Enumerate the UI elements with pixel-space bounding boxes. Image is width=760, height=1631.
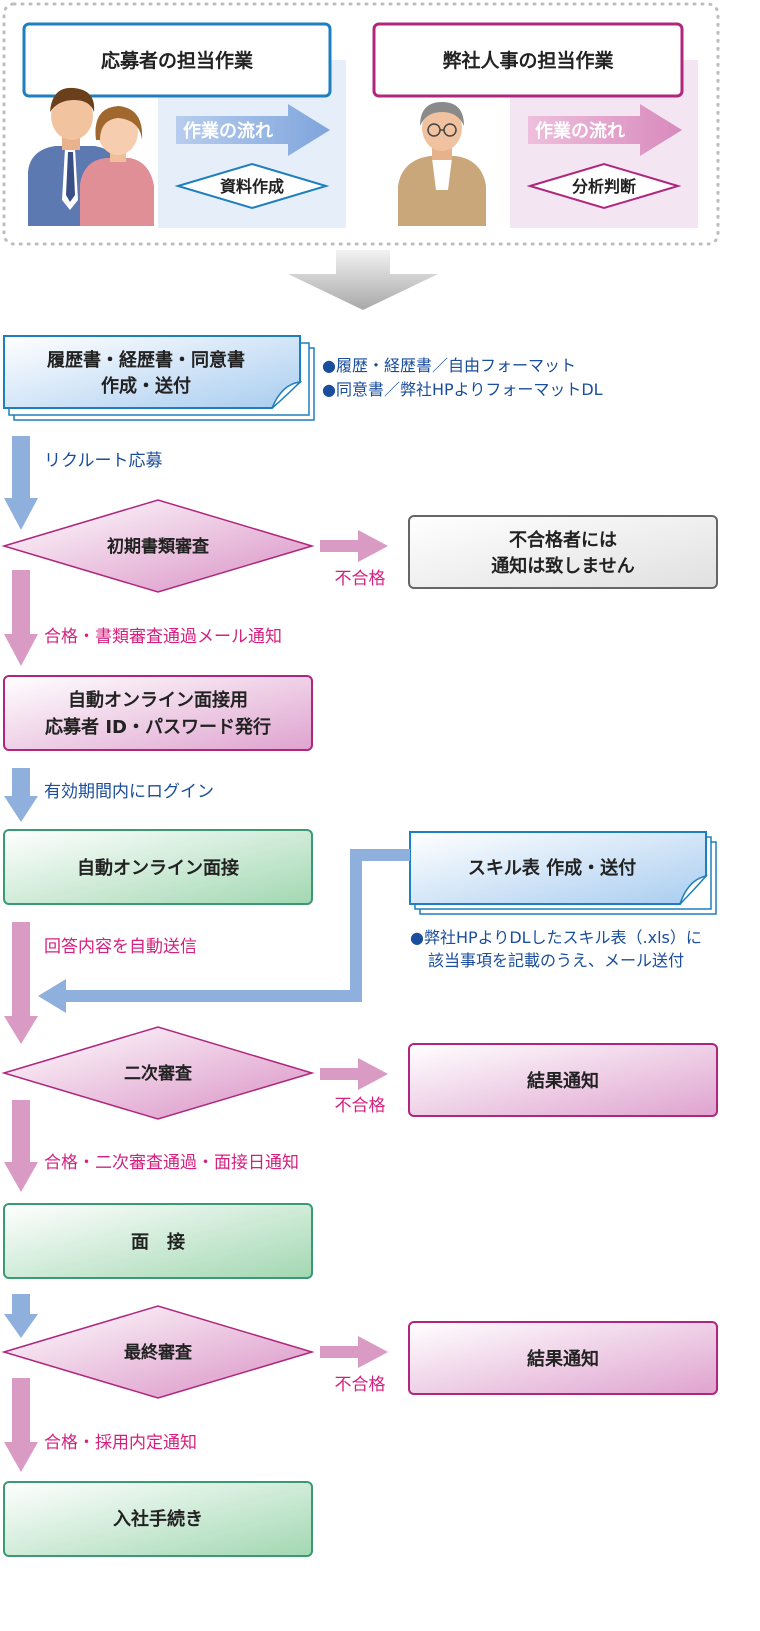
reject-arrow-2: [320, 1058, 388, 1090]
applicant-task-diamond: [174, 162, 330, 210]
onboarding-box: [3, 1481, 313, 1557]
skill-sheet-document-box: スキル表 作成・送付: [409, 831, 717, 915]
no-notice-line-1: 不合格者には: [509, 529, 617, 551]
online-interview-box: [3, 829, 313, 905]
reject-label-2: 不合格: [335, 1096, 386, 1116]
result-notice-label-1: 結果通知: [527, 1070, 599, 1092]
resume-line-1: 履歴書・経歴書・同意書: [47, 349, 245, 371]
hr-staff-icon: [398, 102, 486, 226]
company-task-label: 分析判断: [572, 177, 636, 196]
applicant-title-box: [22, 22, 332, 98]
applicant-people-icon: [28, 87, 154, 226]
result-notice-label-2: 結果通知: [527, 1348, 599, 1370]
result-notice-box-1: [408, 1043, 718, 1117]
interview-label: 面 接: [131, 1231, 185, 1253]
auto-send-label: 回答内容を自動送信: [44, 937, 197, 957]
interview-box: [3, 1203, 313, 1279]
applicant-title: 応募者の担当作業: [101, 49, 254, 72]
arrow-down-pass-mail: [4, 570, 38, 666]
arrow-down-to-final: [4, 1294, 38, 1338]
result-notice-box-2: [408, 1321, 718, 1395]
skill-note-1: ●弊社HPよりDLしたスキル表（.xls）に: [410, 928, 702, 947]
resume-line-2: 作成・送付: [101, 375, 191, 397]
pass-mail-label: 合格・書類審査通過メール通知: [44, 627, 282, 647]
resume-note-1: ●履歴・経歴書／自由フォーマット: [322, 356, 576, 375]
initial-review-diamond: [1, 499, 315, 593]
arrow-down-offer: [4, 1378, 38, 1472]
skill-sheet-connector-arrow: [38, 849, 410, 1013]
id-issue-box: [3, 675, 313, 751]
skill-sheet-label: スキル表 作成・送付: [468, 857, 636, 879]
company-title: 弊社人事の担当作業: [442, 49, 614, 72]
reject-arrow-3: [320, 1336, 388, 1368]
resume-note-2: ●同意書／弊社HPよりフォーマットDL: [322, 380, 603, 399]
applicant-task-label: 資料作成: [220, 177, 284, 196]
big-down-arrow: [288, 250, 438, 310]
applicant-flow-label: 作業の流れ: [183, 120, 273, 142]
offer-label: 合格・採用内定通知: [44, 1433, 197, 1453]
arrow-down-login: [4, 768, 38, 822]
onboarding-label: 入社手続き: [113, 1508, 203, 1530]
resume-document-box: 履歴書・経歴書・同意書 作成・送付: [3, 335, 315, 421]
arrow-recruit-label: リクルート応募: [44, 451, 163, 471]
id-issue-line-1: 自動オンライン面接用: [68, 689, 248, 711]
reject-arrow-1: [320, 530, 388, 562]
second-review-label: 二次審査: [124, 1063, 193, 1084]
reject-label-3: 不合格: [335, 1375, 386, 1395]
arrow-down-auto-send: [4, 922, 38, 1044]
no-notice-box: [408, 515, 718, 589]
company-flow-label: 作業の流れ: [535, 120, 625, 142]
reject-label-1: 不合格: [335, 569, 386, 589]
pass-second-label: 合格・二次審査通過・面接日通知: [44, 1153, 299, 1173]
second-review-diamond: [1, 1026, 315, 1120]
online-interview-label: 自動オンライン面接: [77, 857, 239, 879]
legend-panel: 応募者の担当作業 作業の流れ 資料作成 弊社人事の担当作業: [2, 2, 720, 246]
arrow-down-pass-second: [4, 1100, 38, 1192]
company-title-box: [372, 22, 684, 98]
login-label: 有効期間内にログイン: [44, 782, 214, 802]
company-task-diamond: [526, 162, 682, 210]
initial-review-label: 初期書類審査: [107, 536, 210, 557]
applicant-flow-arrow: [176, 104, 330, 156]
id-issue-line-2: 応募者 ID・パスワード発行: [45, 716, 271, 738]
no-notice-line-2: 通知は致しません: [491, 555, 634, 577]
arrow-down-recruit: [4, 436, 38, 530]
final-review-label: 最終審査: [124, 1342, 193, 1363]
final-review-diamond: [1, 1305, 315, 1399]
company-flow-arrow: [528, 104, 682, 156]
skill-note-2: 該当事項を記載のうえ、メール送付: [428, 951, 684, 970]
